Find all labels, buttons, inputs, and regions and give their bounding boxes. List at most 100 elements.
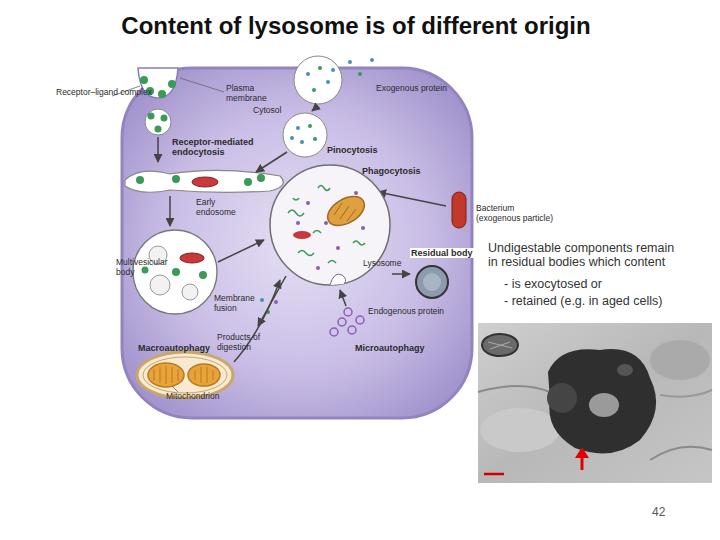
micrograph (488, 342, 512, 349)
pinocytosis (296, 126, 300, 130)
page-number: 42 (652, 506, 692, 520)
micrograph (617, 364, 633, 376)
digestion-particle (361, 226, 365, 230)
multivesicular-body (218, 240, 264, 262)
macroautophagy (195, 367, 213, 383)
macroautophagy (148, 363, 184, 387)
pinocytosis (318, 66, 322, 70)
multivesicular-body (172, 268, 180, 276)
micrograph (575, 447, 589, 458)
early-endosome (125, 170, 283, 226)
endogenous-protein (356, 316, 364, 324)
pinocytosis (290, 136, 294, 140)
micrograph (480, 408, 560, 452)
receptor-endocytosis (180, 78, 224, 92)
residual-body-label: Residual body (410, 248, 474, 258)
pinocytosis (358, 72, 362, 76)
endogenous-protein (330, 328, 338, 336)
particle-label: Bacterium (exogenous particle) (476, 204, 561, 224)
micrograph (660, 390, 712, 397)
early-endosome (169, 196, 171, 226)
process-label: Membrane fusion (214, 294, 264, 314)
receptor-endocytosis (140, 76, 148, 84)
slide-title: Content of lysosome is of different orig… (0, 12, 712, 40)
macroautophagy (188, 364, 220, 386)
pinocytosis (331, 68, 335, 72)
early-endosome (257, 174, 265, 182)
micrograph (478, 323, 712, 483)
residual-body: Residual body (410, 248, 476, 300)
leader-label: Receptor–ligand complex (56, 88, 166, 98)
digestion-fragments (288, 186, 365, 264)
region-label: Cytosol (253, 106, 303, 116)
process-label: Phagocytosis (362, 166, 432, 176)
receptor-endocytosis (157, 137, 159, 162)
endogenous-protein (348, 326, 356, 334)
residual-body-core (423, 273, 441, 291)
cell-body (122, 68, 472, 418)
early-endosome (172, 175, 180, 183)
early-endosome (244, 178, 252, 186)
digested-mitochondrion (323, 191, 370, 232)
digestion-products (274, 300, 278, 304)
process-label: Microautophagy (355, 343, 445, 353)
micrograph (581, 456, 584, 470)
micrograph (478, 386, 550, 392)
endogenous-protein (344, 308, 352, 316)
digested-cell-fragment (293, 231, 311, 239)
pinocytosis (300, 140, 304, 144)
digestion-particle (354, 191, 358, 195)
endogenous-protein (340, 290, 346, 306)
process-label: Receptor-mediated endocytosis (172, 137, 272, 158)
organelle-label: Mitochondrion (166, 392, 246, 402)
micrograph (650, 447, 712, 460)
lysosome: Lysosome (268, 163, 392, 287)
pinocytosis (294, 56, 342, 104)
multivesicular-body (133, 230, 264, 314)
lysosome-label: Lysosome (362, 259, 402, 269)
endogenous-protein (330, 290, 364, 336)
micrograph (478, 323, 712, 483)
residual-body-circle (416, 266, 448, 298)
microautophagy-pocket (330, 274, 346, 285)
mitochondrion-cristae (334, 203, 356, 221)
macroautophagy (143, 357, 227, 393)
digestion-particle (296, 221, 300, 225)
micrograph (484, 473, 504, 476)
receptor-endocytosis (168, 80, 176, 88)
macroautophagy (154, 366, 178, 384)
receptor-endocytosis (158, 90, 166, 98)
digestion-particle (316, 266, 320, 270)
lysosome-shape (268, 163, 392, 287)
pinocytosis (256, 152, 287, 172)
micrograph (589, 393, 619, 417)
process-label: Pinocytosis (327, 145, 397, 155)
multivesicular-body (142, 267, 149, 274)
micrograph (482, 334, 518, 356)
early-endosome (136, 176, 144, 184)
pinocytosis (312, 88, 316, 92)
organelle-label: Early endosome (196, 198, 246, 218)
micrograph (547, 383, 577, 413)
bullet-text: - is exocytosed or (504, 277, 714, 291)
receptor-endocytosis (148, 113, 155, 120)
digestion-particle (306, 201, 310, 205)
digestion-particle (336, 246, 340, 250)
pinocytosis (348, 60, 352, 64)
receptor-endocytosis (155, 126, 162, 133)
pinocytosis (306, 72, 310, 76)
leader-label: Plasma membrane (226, 84, 276, 104)
organelle-label: Multivesicular body (116, 258, 178, 278)
multivesicular-body (199, 271, 207, 279)
digestion-products (260, 298, 264, 302)
pinocytosis (370, 58, 374, 62)
micrograph (650, 340, 710, 380)
receptor-endocytosis (161, 115, 168, 122)
cell-body (122, 68, 472, 418)
connector-arrow (392, 273, 410, 275)
multivesicular-body (133, 230, 217, 314)
phagocytosis (378, 192, 446, 206)
receptor-endocytosis (145, 109, 171, 135)
multivesicular-body (180, 253, 204, 263)
